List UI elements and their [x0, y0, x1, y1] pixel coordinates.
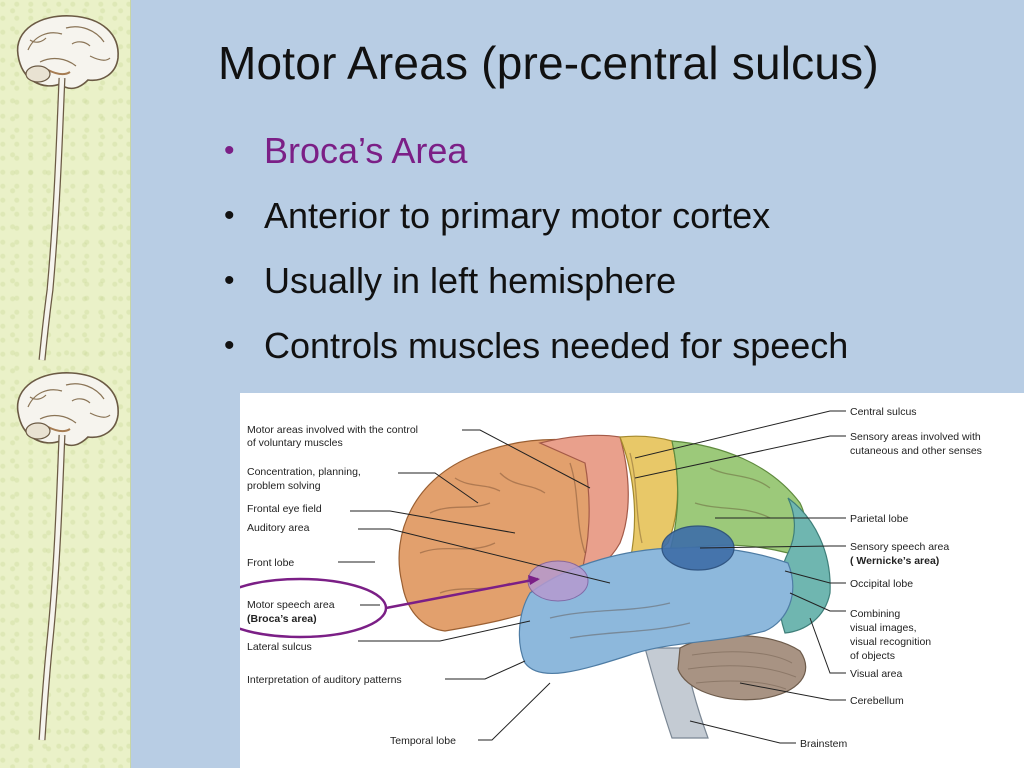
label-sensory-areas-1: Sensory areas involved with [850, 431, 981, 443]
label-cerebellum: Cerebellum [850, 695, 904, 707]
label-front-lobe: Front lobe [247, 557, 294, 569]
motor-area-shape [538, 434, 629, 580]
label-parietal-lobe: Parietal lobe [850, 513, 909, 525]
brocas-area-shape [527, 560, 589, 602]
bottom-labels: Temporal lobe Brainstem [390, 735, 848, 750]
label-interpretation: Interpretation of auditory patterns [247, 674, 402, 686]
label-motor-speech-2: (Broca’s area) [247, 613, 317, 625]
label-combining-4: of objects [850, 650, 895, 662]
label-sensory-areas-2: cutaneous and other senses [850, 445, 982, 457]
bullet-list: •Broca’s Area •Anterior to primary motor… [222, 118, 848, 378]
label-frontal-eye-field: Frontal eye field [247, 503, 322, 515]
slide-title: Motor Areas (pre-central sulcus) [218, 37, 879, 89]
label-auditory-area: Auditory area [247, 522, 310, 534]
label-central-sulcus: Central sulcus [850, 406, 917, 418]
bullet-item-left-hemisphere: •Usually in left hemisphere [224, 260, 677, 301]
left-labels: Motor areas involved with the control of… [247, 424, 418, 686]
brocas-callout [240, 575, 540, 639]
label-temporal-lobe: Temporal lobe [390, 735, 456, 747]
label-brainstem: Brainstem [800, 738, 848, 750]
bullet-text: Controls muscles needed for speech [264, 325, 849, 366]
label-motor-areas-1: Motor areas involved with the control [247, 424, 418, 436]
brain-spine-illustration [16, 15, 119, 741]
bullet-item-brocas-area: •Broca’s Area [224, 130, 468, 171]
right-labels: Central sulcus Sensory areas involved wi… [850, 406, 982, 707]
brain-diagram: Motor areas involved with the control of… [240, 393, 1024, 768]
label-motor-areas-2: of voluntary muscles [247, 437, 343, 449]
bullet-text: Usually in left hemisphere [264, 260, 677, 301]
bullet-item-controls-muscles: •Controls muscles needed for speech [224, 325, 849, 366]
label-combining-1: Combining [850, 608, 900, 620]
label-concentration-1: Concentration, planning, [247, 466, 361, 478]
brain-diagram-svg: Motor areas involved with the control of… [240, 406, 982, 750]
brain-illustration [398, 434, 831, 739]
label-occipital-lobe: Occipital lobe [850, 578, 913, 590]
label-lateral-sulcus: Lateral sulcus [247, 641, 312, 653]
brain-spine-bottom [16, 372, 119, 741]
label-combining-2: visual images, [850, 622, 917, 634]
wernicke-area-shape [661, 525, 735, 571]
label-motor-speech-1: Motor speech area [247, 599, 335, 611]
label-concentration-2: problem solving [247, 480, 321, 492]
right-leader-lines [634, 410, 846, 744]
label-visual-area: Visual area [850, 668, 903, 680]
left-leader-lines [338, 429, 611, 741]
label-combining-3: visual recognition [850, 636, 931, 648]
brocas-callout-arrow [385, 577, 539, 610]
bullet-text: Anterior to primary motor cortex [264, 195, 771, 236]
label-sensory-speech-2: ( Wernicke’s area) [850, 555, 939, 567]
label-sensory-speech-1: Sensory speech area [850, 541, 949, 553]
decorative-side-strip [0, 0, 131, 768]
bullet-text: Broca’s Area [264, 130, 468, 171]
brain-spine-top [16, 15, 119, 361]
bullet-item-anterior: •Anterior to primary motor cortex [224, 195, 771, 236]
